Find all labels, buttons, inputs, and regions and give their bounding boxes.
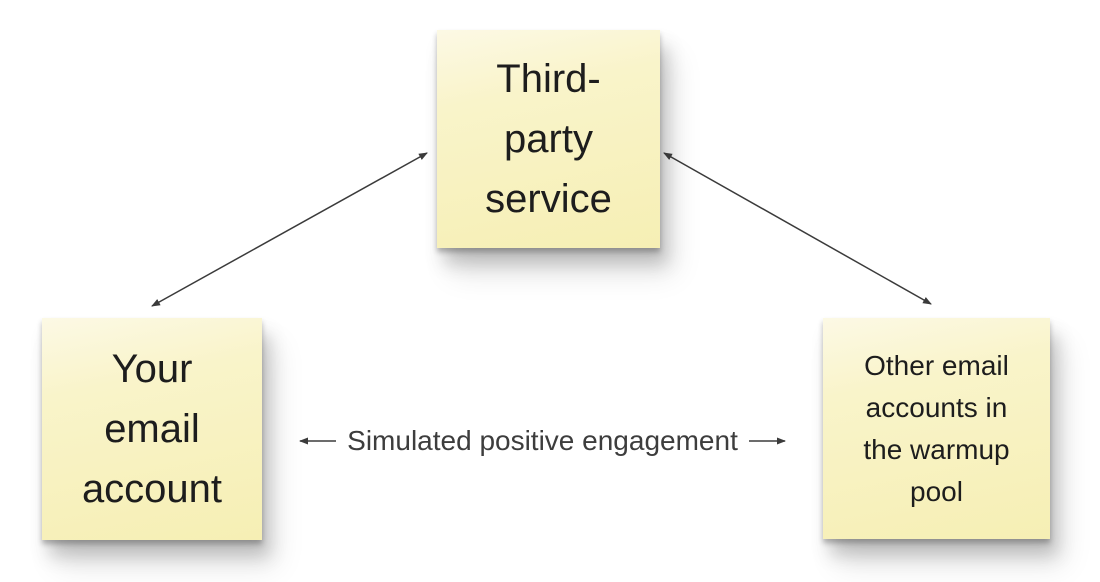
arrow-right-icon [748, 437, 786, 445]
note-text-warmup-pool: Other email accounts in the warmup pool [863, 349, 1010, 507]
note-text-third-party-service: Third- party service [485, 57, 612, 221]
sticky-note-warmup-pool: Other email accounts in the warmup pool [823, 318, 1050, 539]
arrow-left-icon [299, 437, 337, 445]
sticky-note-your-email-account: Your email account [42, 318, 262, 540]
sticky-note-third-party-service: Third- party service [437, 30, 660, 248]
note-text-your-email-account: Your email account [81, 347, 223, 511]
arrow-your-email-to-third-party [151, 152, 428, 307]
engagement-edge: Simulated positive engagement [262, 422, 823, 460]
engagement-edge-label: Simulated positive engagement [347, 425, 738, 456]
arrow-third-party-to-warmup-pool [663, 152, 932, 305]
